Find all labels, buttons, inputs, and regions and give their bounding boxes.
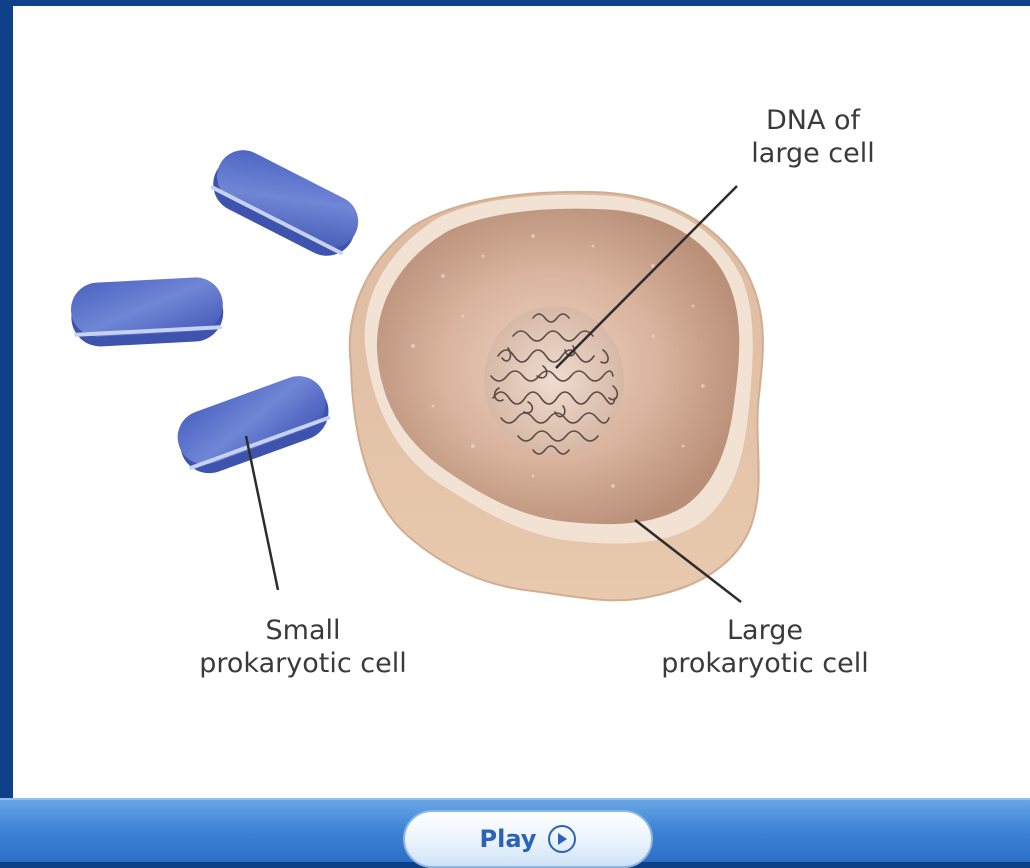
play-button[interactable]: Play — [403, 810, 653, 868]
diagram-panel: DNA of large cell Small prokaryotic cell… — [13, 6, 1030, 798]
large-cell-label: Large prokaryotic cell — [635, 614, 895, 680]
dna-label: DNA of large cell — [728, 104, 898, 170]
large-cell-label-line-1: Large — [635, 614, 895, 647]
large-prokaryotic-cell — [350, 192, 763, 600]
playback-toolbar: Play — [0, 798, 1030, 862]
large-cell-label-line-2: prokaryotic cell — [635, 647, 895, 680]
small-cell-label-line-1: Small — [173, 614, 433, 647]
small-cell-label-line-2: prokaryotic cell — [173, 647, 433, 680]
small-prokaryotic-cell — [204, 141, 368, 265]
small-cell-label: Small prokaryotic cell — [173, 614, 433, 680]
play-label: Play — [480, 825, 537, 853]
small-prokaryotic-cell — [170, 369, 337, 482]
play-circle-icon — [548, 825, 576, 853]
dna-label-line-1: DNA of — [728, 104, 898, 137]
dna-nucleoid — [484, 306, 624, 454]
small-cell-leader-line — [246, 436, 278, 590]
dna-label-line-2: large cell — [728, 137, 898, 170]
small-prokaryotic-cell — [70, 276, 225, 348]
